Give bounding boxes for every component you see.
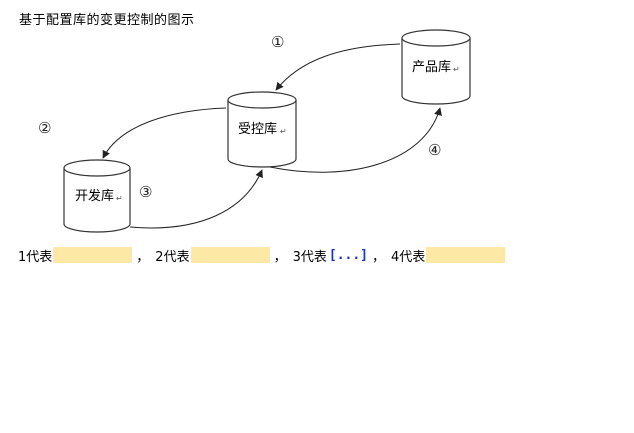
product-library-cylinder: 产品库 ↵ bbox=[401, 29, 471, 105]
development-library-label: 开发库 bbox=[75, 188, 114, 204]
answer-reveal-link-3[interactable]: [...] bbox=[328, 247, 369, 263]
arrow-4-controlled-to-product bbox=[269, 107, 442, 173]
item-1-label: 1代表 bbox=[18, 249, 53, 265]
paragraph-mark: ↵ bbox=[280, 127, 287, 136]
page-title: 基于配置库的变更控制的图示 bbox=[19, 13, 195, 28]
controlled-library-label: 受控库 bbox=[238, 121, 277, 137]
arrow-3-development-to-controlled bbox=[129, 169, 263, 229]
arrow-1-product-to-controlled bbox=[275, 43, 401, 91]
answer-blank-1[interactable] bbox=[53, 247, 133, 263]
circled-number-3: ③ bbox=[139, 183, 152, 201]
controlled-library-cylinder: 受控库 ↵ bbox=[227, 91, 297, 168]
item-2-label: 2代表 bbox=[155, 249, 190, 265]
separator: ， bbox=[372, 249, 386, 265]
answer-blank-4[interactable] bbox=[426, 247, 506, 263]
separator: ， bbox=[273, 249, 287, 265]
circled-number-2: ② bbox=[38, 119, 51, 137]
product-library-label: 产品库 bbox=[412, 59, 451, 75]
paragraph-mark: ↵ bbox=[116, 194, 123, 203]
answer-blank-2[interactable] bbox=[190, 247, 270, 263]
development-library-cylinder: 开发库 ↵ bbox=[63, 159, 131, 233]
circled-number-1: ① bbox=[271, 33, 284, 51]
fill-in-question: 1代表 ， 2代表 ， 3代表 [...] ， 4代表 bbox=[18, 246, 506, 265]
config-library-diagram: 产品库 ↵ 受控库 ↵ 开发库 ↵ ① ② ③ ④ bbox=[38, 29, 471, 233]
item-4-label: 4代表 bbox=[391, 249, 426, 265]
arrow-2-controlled-to-development bbox=[102, 107, 227, 159]
paragraph-mark: ↵ bbox=[453, 65, 460, 74]
circled-number-4: ④ bbox=[428, 141, 441, 159]
item-3-label: 3代表 bbox=[292, 249, 327, 265]
separator: ， bbox=[136, 249, 150, 265]
